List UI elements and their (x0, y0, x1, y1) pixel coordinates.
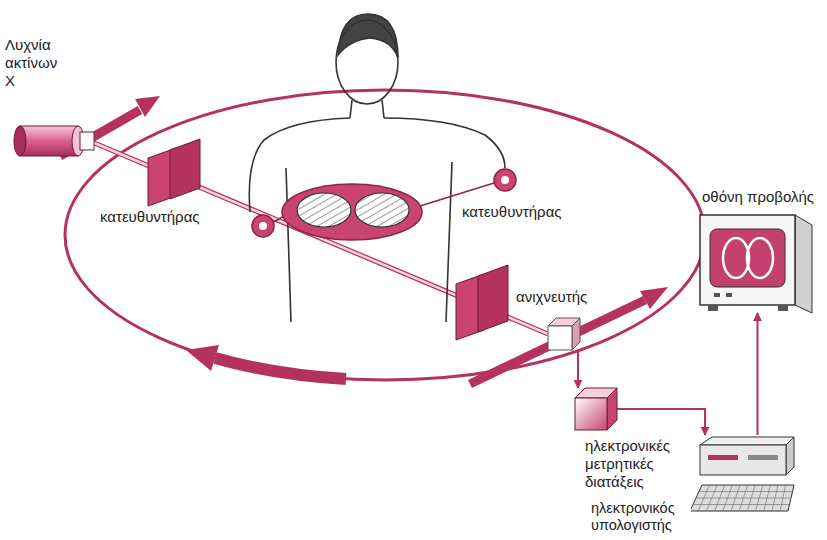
computer-part (739, 485, 747, 511)
body-slice (494, 169, 516, 191)
gantry-ring (65, 90, 705, 380)
measuring-unit: ηλεκτρονικές μετρητικές διατάξεις (575, 388, 617, 430)
computer-part (690, 485, 794, 511)
measuring-unit-part (575, 398, 607, 430)
body-slice (282, 184, 422, 240)
signal-arrow (577, 350, 579, 388)
collimator (170, 139, 200, 199)
measuring-unit-part (607, 388, 617, 430)
computer: ηλεκτρονικός υπολογιστής (690, 435, 795, 513)
x-ray-tube-part (20, 126, 78, 156)
computer-part (723, 485, 733, 511)
display-screen: οθόνη προβολής (700, 215, 812, 313)
signal-arrow (617, 409, 705, 435)
patient (350, 100, 384, 118)
rotation-arrow (640, 287, 668, 309)
body-slice (297, 193, 351, 227)
x-ray-tube-outline (8, 118, 96, 164)
display-screen-part (778, 305, 788, 311)
signal-arrow (757, 313, 759, 435)
computer-part (756, 485, 763, 511)
display-screen-part (700, 215, 795, 305)
display-screen-part (708, 305, 718, 311)
display-screen-part (723, 238, 749, 278)
detector-box-outline (548, 318, 580, 350)
computer-part (747, 485, 755, 511)
computer-part (715, 485, 725, 511)
measuring-unit-outline (575, 388, 617, 430)
rotation-arrow (186, 345, 346, 379)
body-slice (252, 215, 274, 237)
display-screen-part (795, 215, 812, 313)
computer-part (731, 485, 740, 511)
part-label: οθόνη προβολής (700, 188, 824, 206)
display-screen-part (710, 229, 785, 287)
x-ray-tube-part (80, 132, 94, 150)
rotation-arrow (215, 358, 346, 379)
computer-part (700, 437, 794, 445)
rotation-arrow (186, 345, 219, 371)
collimator-label: κατευθυντήρας (460, 203, 564, 221)
detector-box: ανιχνευτής (548, 318, 580, 350)
body-slice (259, 222, 267, 230)
display-screen-part (714, 293, 720, 297)
rotation-arrow (135, 96, 160, 117)
computer-part (786, 437, 794, 475)
patient (384, 118, 505, 168)
x-ray-beam (92, 142, 548, 334)
collimator (456, 265, 508, 340)
part-label: Λυχνία ακτίνων Χ (3, 36, 71, 90)
body-slice (501, 176, 509, 184)
detector-box-part (548, 326, 572, 350)
patient (446, 162, 452, 322)
computer-part (772, 485, 778, 511)
computer-part (706, 485, 717, 511)
gantry-ring (65, 90, 705, 380)
computer-part (708, 455, 738, 460)
x-ray-beam (92, 142, 548, 334)
body-slice (274, 216, 284, 222)
collimator (478, 265, 508, 332)
display-screen-part (747, 238, 773, 278)
collimator-label: κατευθυντήρας (98, 208, 202, 226)
computer-part (748, 455, 778, 460)
detector-box-part (572, 318, 580, 350)
computer-part (700, 445, 786, 475)
x-ray-tube-part (14, 126, 26, 156)
computer-outline (690, 435, 795, 513)
x-ray-beam (92, 142, 548, 334)
computer-part (780, 485, 785, 511)
part-label: ηλεκτρονικός υπολογιστής (589, 500, 691, 534)
part-label: ηλεκτρονικές μετρητικές διατάξεις (583, 437, 687, 491)
display-screen-outline (700, 215, 812, 313)
body-slice (355, 193, 409, 227)
patient (286, 168, 291, 322)
patient (336, 20, 398, 104)
display-screen-part (726, 293, 732, 297)
computer-part (764, 485, 771, 511)
x-ray-tube: Λυχνία ακτίνων Χ (8, 118, 96, 164)
patient (249, 14, 505, 322)
part-label: ανιχνευτής (514, 288, 618, 306)
collimator (148, 139, 200, 206)
